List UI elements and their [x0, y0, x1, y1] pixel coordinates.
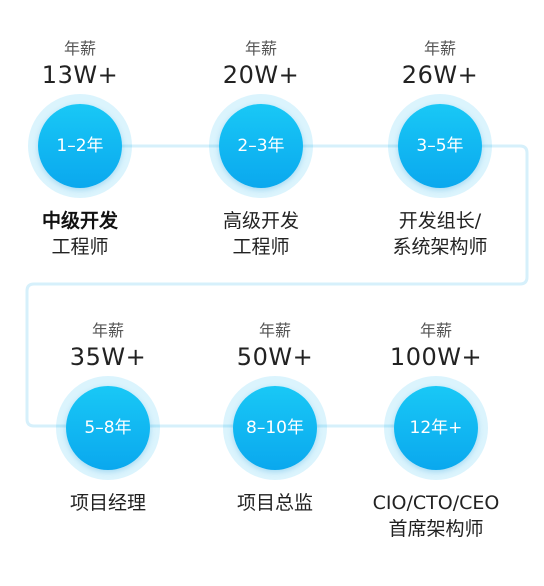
job-title-line: 工程师 — [51, 236, 109, 258]
salary-value: 20W+ — [222, 61, 300, 89]
years-label: 12年+ — [394, 386, 478, 470]
salary-value: 35W+ — [69, 343, 147, 371]
years-badge: 2–3年 — [209, 94, 313, 198]
job-title-line: 项目总监 — [236, 492, 313, 514]
years-badge: 12年+ — [384, 376, 488, 480]
salary-value: 26W+ — [401, 61, 479, 89]
salary-value: 100W+ — [389, 343, 483, 371]
job-title-line: CIO/CTO/CEO — [372, 492, 500, 514]
job-title-line: 首席架构师 — [388, 518, 484, 540]
job-title-line: 工程师 — [232, 236, 290, 258]
salary-caption: 年薪 — [244, 39, 277, 58]
career-stage-4: 年薪 35W+ 5–8年 项目经理 — [38, 320, 178, 580]
job-title-line: 开发组长/ — [398, 210, 482, 232]
job-title: 开发组长/ 系统架构师 — [370, 208, 510, 260]
years-label: 5–8年 — [66, 386, 150, 470]
career-stage-5: 年薪 50W+ 8–10年 项目总监 — [205, 320, 345, 580]
salary-caption: 年薪 — [63, 39, 96, 58]
salary-value: 13W+ — [41, 61, 119, 89]
job-title: 项目经理 — [38, 490, 178, 516]
years-badge: 5–8年 — [56, 376, 160, 480]
years-badge: 3–5年 — [388, 94, 492, 198]
career-stage-1: 年薪 13W+ 1–2年 中级开发 工程师 — [10, 38, 150, 298]
career-stage-3: 年薪 26W+ 3–5年 开发组长/ 系统架构师 — [370, 38, 510, 298]
job-title-line: 系统架构师 — [392, 236, 488, 258]
years-badge: 8–10年 — [223, 376, 327, 480]
salary-caption: 年薪 — [419, 321, 452, 340]
job-title: 项目总监 — [205, 490, 345, 516]
job-title-line: 中级开发 — [41, 210, 118, 232]
salary-value: 50W+ — [236, 343, 314, 371]
salary-caption: 年薪 — [91, 321, 124, 340]
years-badge: 1–2年 — [28, 94, 132, 198]
years-label: 3–5年 — [398, 104, 482, 188]
career-stage-6: 年薪 100W+ 12年+ CIO/CTO/CEO 首席架构师 — [351, 320, 521, 580]
job-title-line: 高级开发 — [222, 210, 299, 232]
salary-caption: 年薪 — [258, 321, 291, 340]
years-label: 1–2年 — [38, 104, 122, 188]
career-stage-2: 年薪 20W+ 2–3年 高级开发 工程师 — [191, 38, 331, 298]
years-label: 2–3年 — [219, 104, 303, 188]
job-title: 中级开发 工程师 — [10, 208, 150, 260]
job-title: 高级开发 工程师 — [191, 208, 331, 260]
salary-caption: 年薪 — [423, 39, 456, 58]
job-title: CIO/CTO/CEO 首席架构师 — [351, 490, 521, 542]
job-title-line: 项目经理 — [69, 492, 146, 514]
years-label: 8–10年 — [233, 386, 317, 470]
